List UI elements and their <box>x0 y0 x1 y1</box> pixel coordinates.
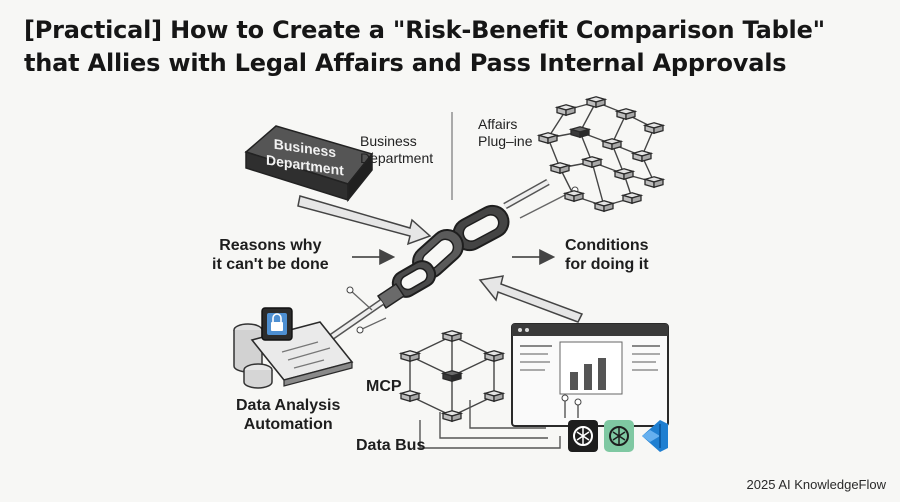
business-arrow <box>297 195 432 246</box>
cube-face <box>547 134 558 145</box>
cube-face <box>451 372 462 383</box>
vscode-icon <box>642 420 668 452</box>
cube-face <box>451 332 462 343</box>
network-cube-icon <box>536 96 666 213</box>
business-department-box <box>244 125 374 203</box>
cube-face <box>493 352 504 363</box>
title-line-2: that Allies with Legal Affairs and Pass … <box>24 49 787 77</box>
cube-face <box>409 352 420 363</box>
chatgpt-icon <box>604 420 634 452</box>
cube-face <box>595 98 606 109</box>
dashboard-arrow <box>478 275 584 323</box>
cube-face <box>579 128 590 139</box>
mcp-label: MCP <box>366 378 402 395</box>
cube-face <box>451 412 462 423</box>
page-title: [Practical] How to Create a "Risk-Benefi… <box>24 14 874 80</box>
affairs-cable <box>503 178 579 219</box>
cube-face <box>641 152 652 163</box>
cube-face <box>409 392 420 403</box>
business-department-caption: Business Department <box>360 133 434 166</box>
cube-face <box>623 170 634 181</box>
dashboard-icon <box>511 323 669 427</box>
cube-edge <box>591 161 605 207</box>
cube-face <box>559 164 570 175</box>
lock-icon <box>261 307 293 341</box>
mcp-network-cube-icon <box>398 330 506 423</box>
cube-face <box>653 124 664 135</box>
cube-face <box>625 110 636 121</box>
title-line-1: [Practical] How to Create a "Risk-Benefi… <box>24 16 825 44</box>
cube-face <box>631 194 642 205</box>
footer-credit: 2025 AI KnowledgeFlow <box>746 477 886 492</box>
data-bus-lines <box>419 394 582 449</box>
cube-face <box>611 140 622 151</box>
data-bus-label: Data Bus <box>356 437 426 454</box>
reasons-label: Reasons why it can't be done <box>212 237 329 273</box>
cube-face <box>603 202 614 213</box>
cube-face <box>493 392 504 403</box>
chain-link-icon <box>391 204 510 298</box>
cube-face <box>653 178 664 189</box>
lower-plug <box>328 282 406 341</box>
cube-face <box>565 106 576 117</box>
conditions-label: Conditions for doing it <box>565 237 649 273</box>
data-analysis-label: Data Analysis Automation <box>236 397 341 433</box>
cube-face <box>573 192 584 203</box>
openai-icon <box>568 420 598 452</box>
affairs-plugin-label: Affairs Plug–ine <box>478 116 533 149</box>
cube-face <box>591 158 602 169</box>
